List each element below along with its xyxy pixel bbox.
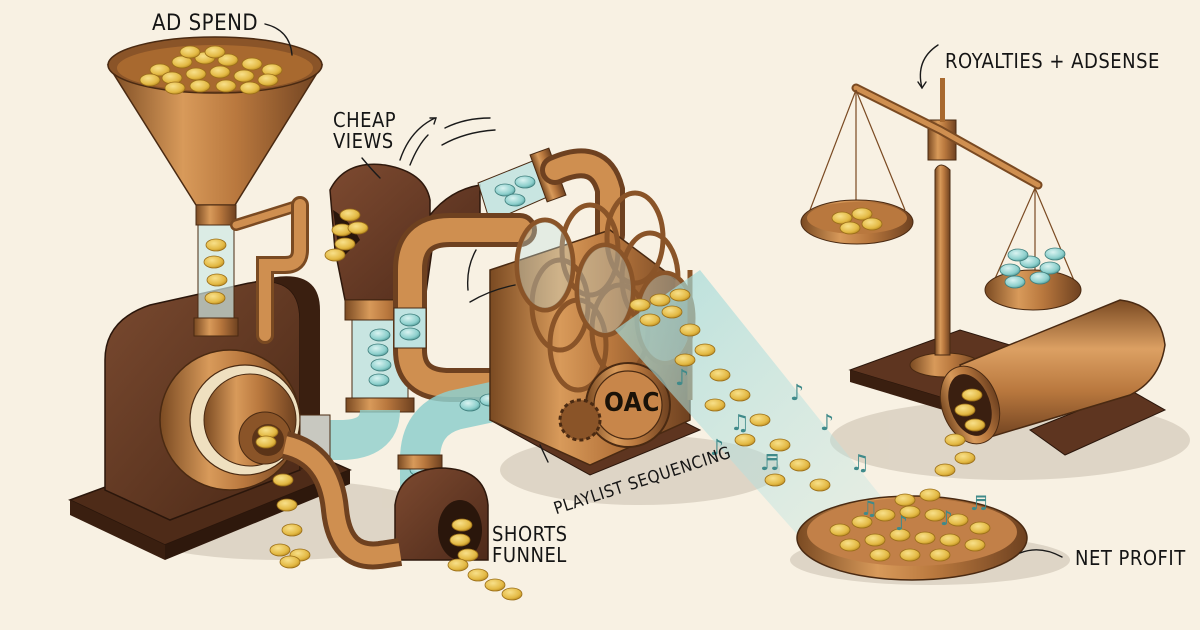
label-royalties-adsense: ROYALTIES + ADSENSE bbox=[945, 49, 1160, 73]
label-cheap-views-line1: CHEAP bbox=[333, 108, 397, 132]
svg-text:♫: ♫ bbox=[850, 451, 870, 476]
music-notes: ♪♫♪ ♬♪♫ ♪ bbox=[675, 366, 870, 476]
svg-text:♪: ♪ bbox=[895, 511, 908, 535]
svg-text:♬: ♬ bbox=[760, 451, 780, 476]
music-beam: ♪♫♪ ♬♪♫ ♪ bbox=[615, 270, 900, 560]
svg-text:♪: ♪ bbox=[820, 411, 834, 436]
label-cheap-views: CHEAP VIEWS bbox=[333, 110, 396, 152]
svg-text:♪: ♪ bbox=[790, 381, 804, 406]
oac-badge-label: OAC bbox=[604, 388, 660, 418]
label-shorts-funnel: SHORTS FUNNEL bbox=[492, 524, 568, 566]
svg-text:♪: ♪ bbox=[940, 506, 953, 530]
shorts-funnel-pipe bbox=[281, 375, 530, 601]
svg-text:♫: ♫ bbox=[730, 411, 750, 436]
svg-text:♬: ♬ bbox=[970, 491, 988, 515]
label-shorts-funnel-line2: FUNNEL bbox=[492, 543, 567, 567]
output-cannon bbox=[934, 299, 1167, 477]
label-cheap-views-line2: VIEWS bbox=[333, 129, 394, 153]
balance-scale bbox=[800, 78, 1082, 412]
svg-text:♪: ♪ bbox=[675, 366, 689, 391]
svg-text:♪: ♪ bbox=[710, 436, 724, 461]
label-shorts-funnel-line1: SHORTS bbox=[492, 522, 568, 546]
label-net-profit: NET PROFIT bbox=[1075, 546, 1186, 570]
svg-text:♫: ♫ bbox=[860, 496, 878, 520]
label-ad-spend: AD SPEND bbox=[152, 11, 259, 36]
connector-pipes bbox=[230, 196, 309, 344]
ad-spend-funnel bbox=[106, 36, 324, 337]
net-profit-tray: ♫ ♪ ♪ ♬ bbox=[796, 488, 1028, 581]
annotation-lines bbox=[264, 23, 1063, 558]
